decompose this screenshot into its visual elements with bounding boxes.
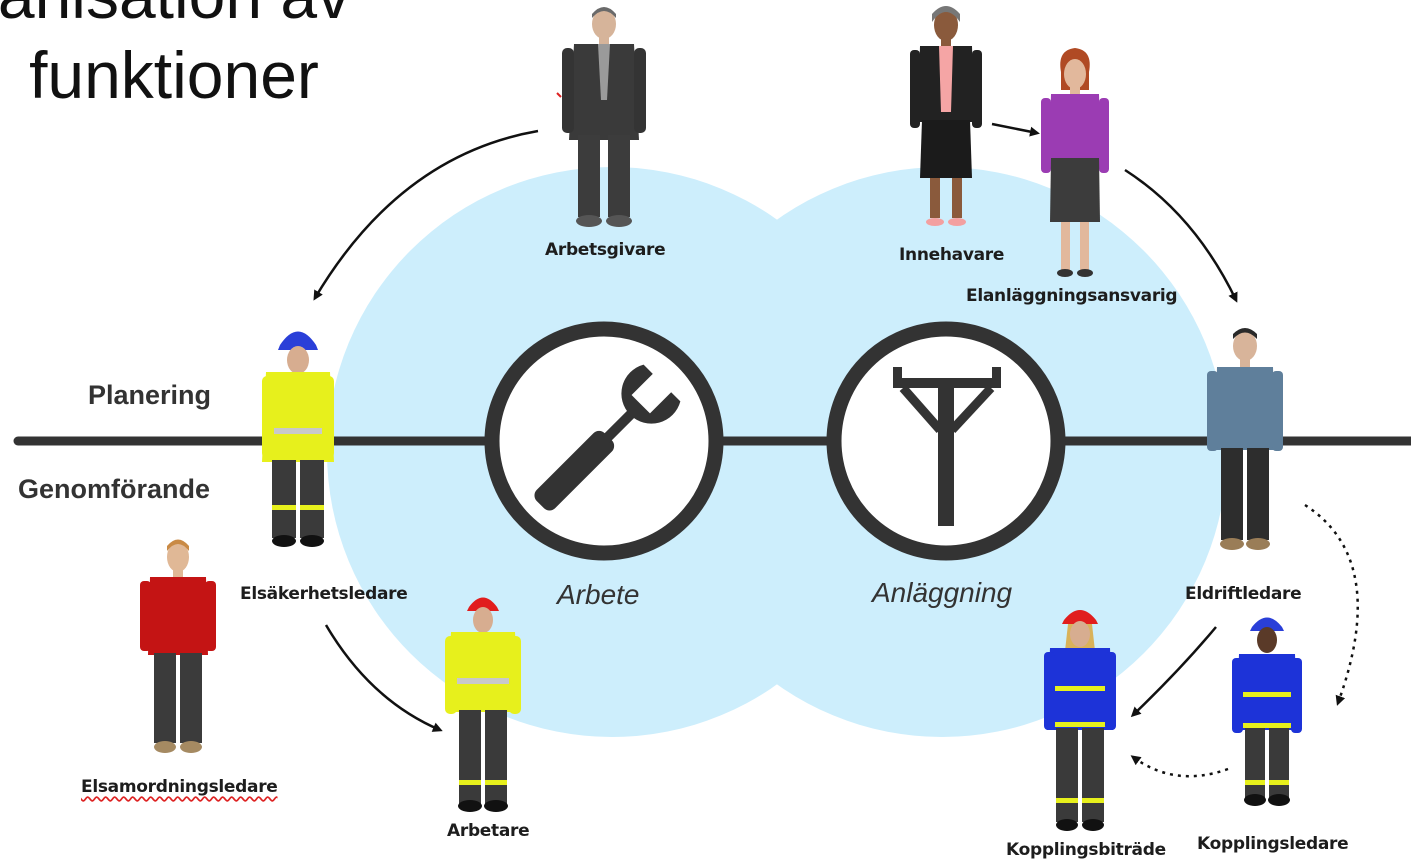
elanlaggningsansvarig-figure [1041, 48, 1109, 277]
arrow-innehavare-to-elanlaggningsansvarig [991, 122, 1040, 137]
role-label-arbetsgivare: Arbetsgivare [545, 240, 666, 260]
role-label-eldriftledare: Eldriftledare [1185, 584, 1302, 604]
innehavare-figure [910, 6, 982, 226]
arrow-elanlaggningsansvarig-to-eldriftledare [1124, 168, 1238, 303]
phase-label-planning: Planering [88, 380, 212, 410]
arrow-arbetsgivare-to-elsakerhetsledare [313, 129, 539, 301]
wrench-icon [484, 321, 724, 561]
arbetare-figure [445, 597, 521, 812]
elsakerhetsledare-figure [262, 331, 334, 547]
kopplingsbitrade-figure [1044, 610, 1116, 831]
stray-mark [556, 92, 562, 98]
role-label-elsakerhetsledare: Elsäkerhetsledare [240, 584, 408, 604]
role-label-elsamordningsledare: Elsamordningsledare [81, 777, 278, 797]
arrow-kopplingsledare-to-kopplingsbitrade [1130, 755, 1229, 778]
arrow-eldriftledare-to-kopplingsledare [1304, 503, 1359, 706]
kopplingsledare-figure [1232, 617, 1302, 806]
role-label-kopplingsbitrade: Kopplingsbiträde [1006, 840, 1166, 860]
role-label-innehavare: Innehavare [899, 245, 1005, 265]
arbetsgivare-figure [562, 7, 646, 227]
elsamordningsledare-figure [140, 539, 216, 753]
arrow-elsakerhetsledare-to-arbetare [324, 624, 443, 732]
relationship-arrows [313, 122, 1359, 778]
eldriftledare-figure [1207, 328, 1283, 550]
phase-label-execution: Genomförande [18, 474, 211, 504]
role-label-kopplingsledare: Kopplingsledare [1197, 834, 1349, 854]
role-label-arbetare: Arbetare [447, 821, 530, 841]
slide-title-line-2: funktioner [29, 38, 319, 112]
arrow-eldriftledare-to-kopplingsbitrade [1130, 626, 1217, 718]
domain-label-installation: Anläggning [872, 577, 1013, 608]
slide-title-line-1: anisation av [0, 0, 354, 28]
role-label-elanlaggningsansvarig: Elanläggningsansvarig [966, 286, 1178, 306]
power-pole-icon [826, 321, 1066, 561]
domain-label-work: Arbete [557, 579, 640, 610]
